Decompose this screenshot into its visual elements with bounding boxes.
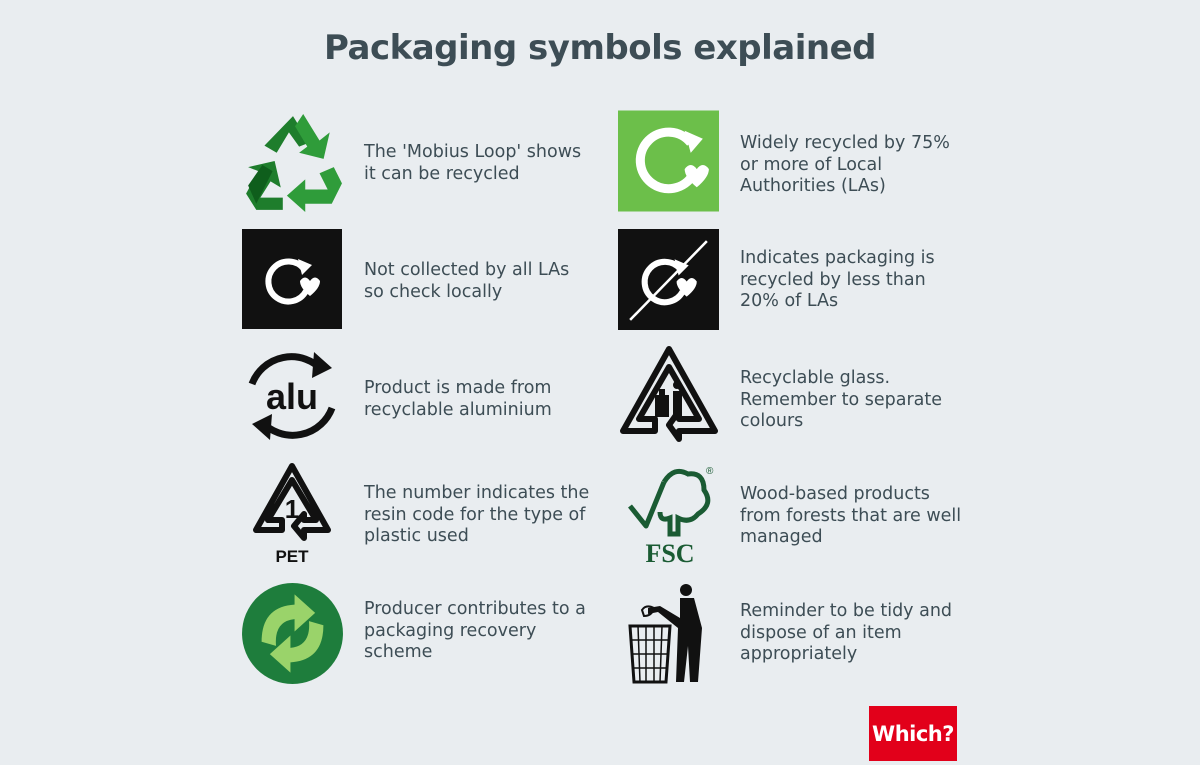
check-locally-icon	[242, 229, 342, 329]
tidyman-icon	[628, 582, 712, 685]
mobius-loop-icon	[242, 112, 344, 214]
page-title: Packaging symbols explained	[324, 28, 876, 68]
glass-recycle-icon	[618, 345, 720, 445]
symbol-description: Producer contributes to a packaging reco…	[364, 599, 586, 662]
symbol-description: Product is made from recyclable aluminiu…	[364, 378, 552, 420]
symbol-description: Widely recycled by 75% or more of Local …	[740, 133, 950, 196]
symbol-description: Indicates packaging is recycled by less …	[740, 248, 935, 311]
svg-text:alu: alu	[266, 376, 318, 417]
symbol-description: The 'Mobius Loop' shows it can be recycl…	[364, 142, 582, 184]
svg-text:1: 1	[285, 494, 299, 524]
svg-text:FSC: FSC	[645, 539, 694, 566]
symbol-description: Not collected by all LAs so check locall…	[364, 260, 570, 302]
svg-text:®: ®	[706, 466, 714, 477]
fsc-tree-icon: ® FSC	[624, 462, 714, 566]
symbol-description: The number indicates the resin code for …	[364, 483, 590, 546]
svg-text:PET: PET	[275, 547, 309, 566]
aluminium-icon: alu	[242, 345, 342, 447]
resin-code-icon: 1 PET	[242, 462, 342, 566]
symbol-description: Reminder to be tidy and dispose of an it…	[740, 601, 953, 664]
widely-recycled-icon	[618, 110, 719, 212]
symbol-description: Wood-based products from forests that ar…	[740, 484, 962, 547]
which-logo: Which?	[869, 706, 957, 761]
symbol-description: Recyclable glass. Remember to separate c…	[740, 368, 943, 431]
not-recycled-icon	[618, 229, 719, 330]
green-dot-icon	[241, 582, 344, 685]
